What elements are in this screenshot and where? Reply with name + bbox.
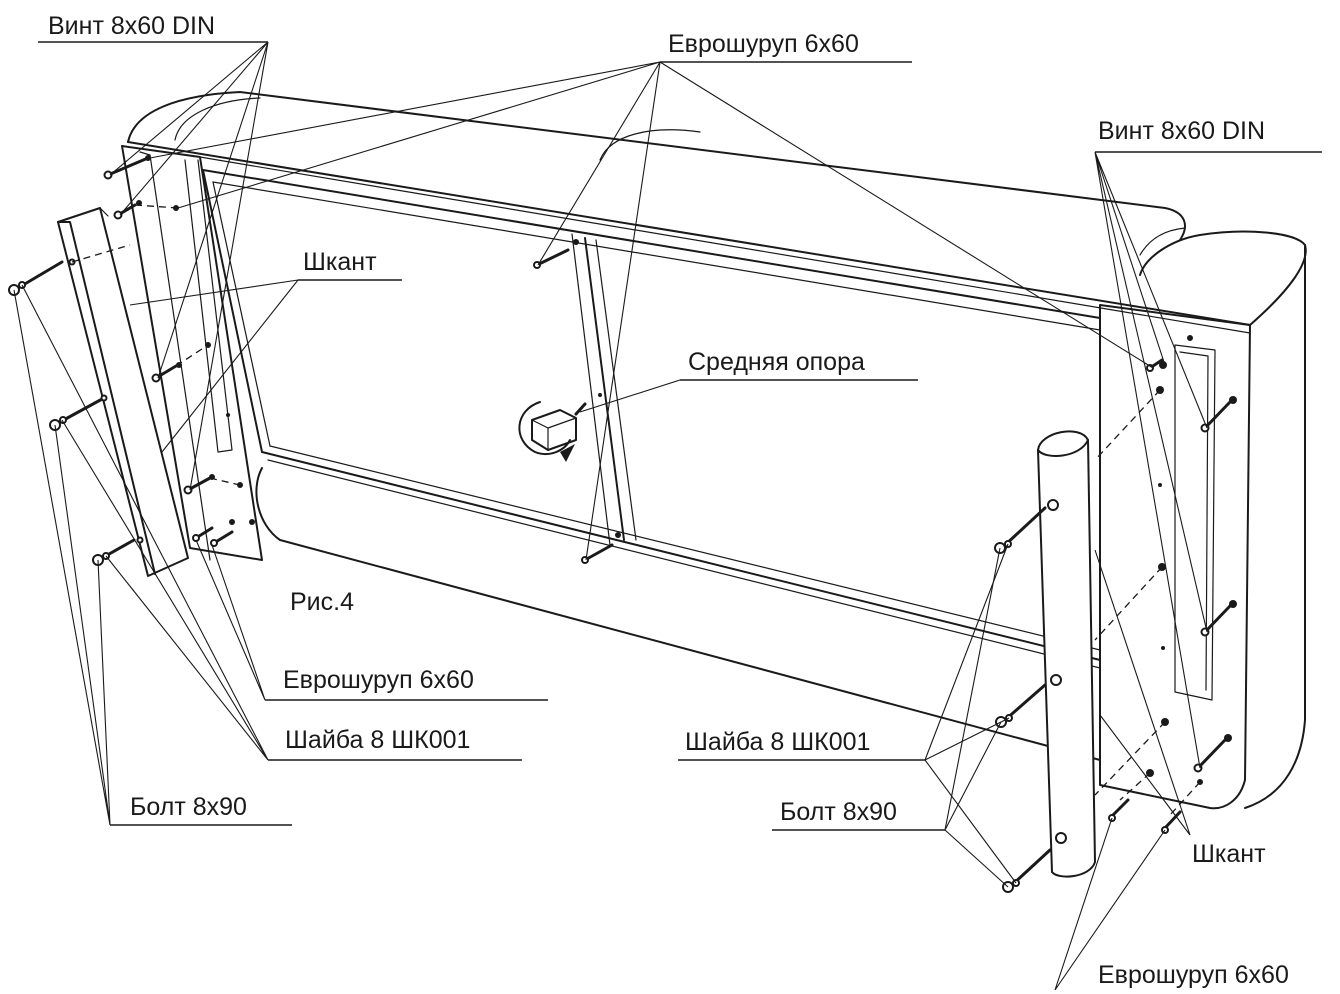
label-evroshurup-left: Еврошуруп 6х60 [283, 666, 474, 694]
right-leg-bar [1037, 430, 1096, 878]
label-shaiba-right: Шайба 8 ШК001 [685, 728, 870, 756]
label-evroshurup-top: Еврошуруп 6х60 [668, 30, 859, 58]
label-shkant-right: Шкант [1192, 840, 1266, 868]
label-srednyaya-opora: Средняя опора [688, 348, 865, 376]
left-leg-bar [57, 207, 189, 577]
label-evroshurup-bottom-right: Еврошуруп 6х60 [1098, 961, 1289, 989]
figure-caption: Рис.4 [290, 588, 354, 616]
sofa-back-frame [121, 91, 1307, 810]
label-bolt-left: Болт 8х90 [130, 793, 247, 821]
label-bolt-right: Болт 8х90 [780, 798, 897, 826]
label-shaiba-left: Шайба 8 ШК001 [285, 726, 470, 754]
fasteners [8, 155, 1237, 893]
label-shkant-left: Шкант [303, 248, 377, 276]
label-vint-top-left: Винт 8х60 DIN [48, 12, 215, 40]
label-vint-top-right: Винт 8х60 DIN [1098, 117, 1265, 145]
leader-lines [13, 41, 1208, 991]
middle-support [518, 401, 587, 462]
callout-labels: Винт 8х60 DIN Еврошуруп 6х60 Винт 8х60 D… [38, 12, 1322, 989]
